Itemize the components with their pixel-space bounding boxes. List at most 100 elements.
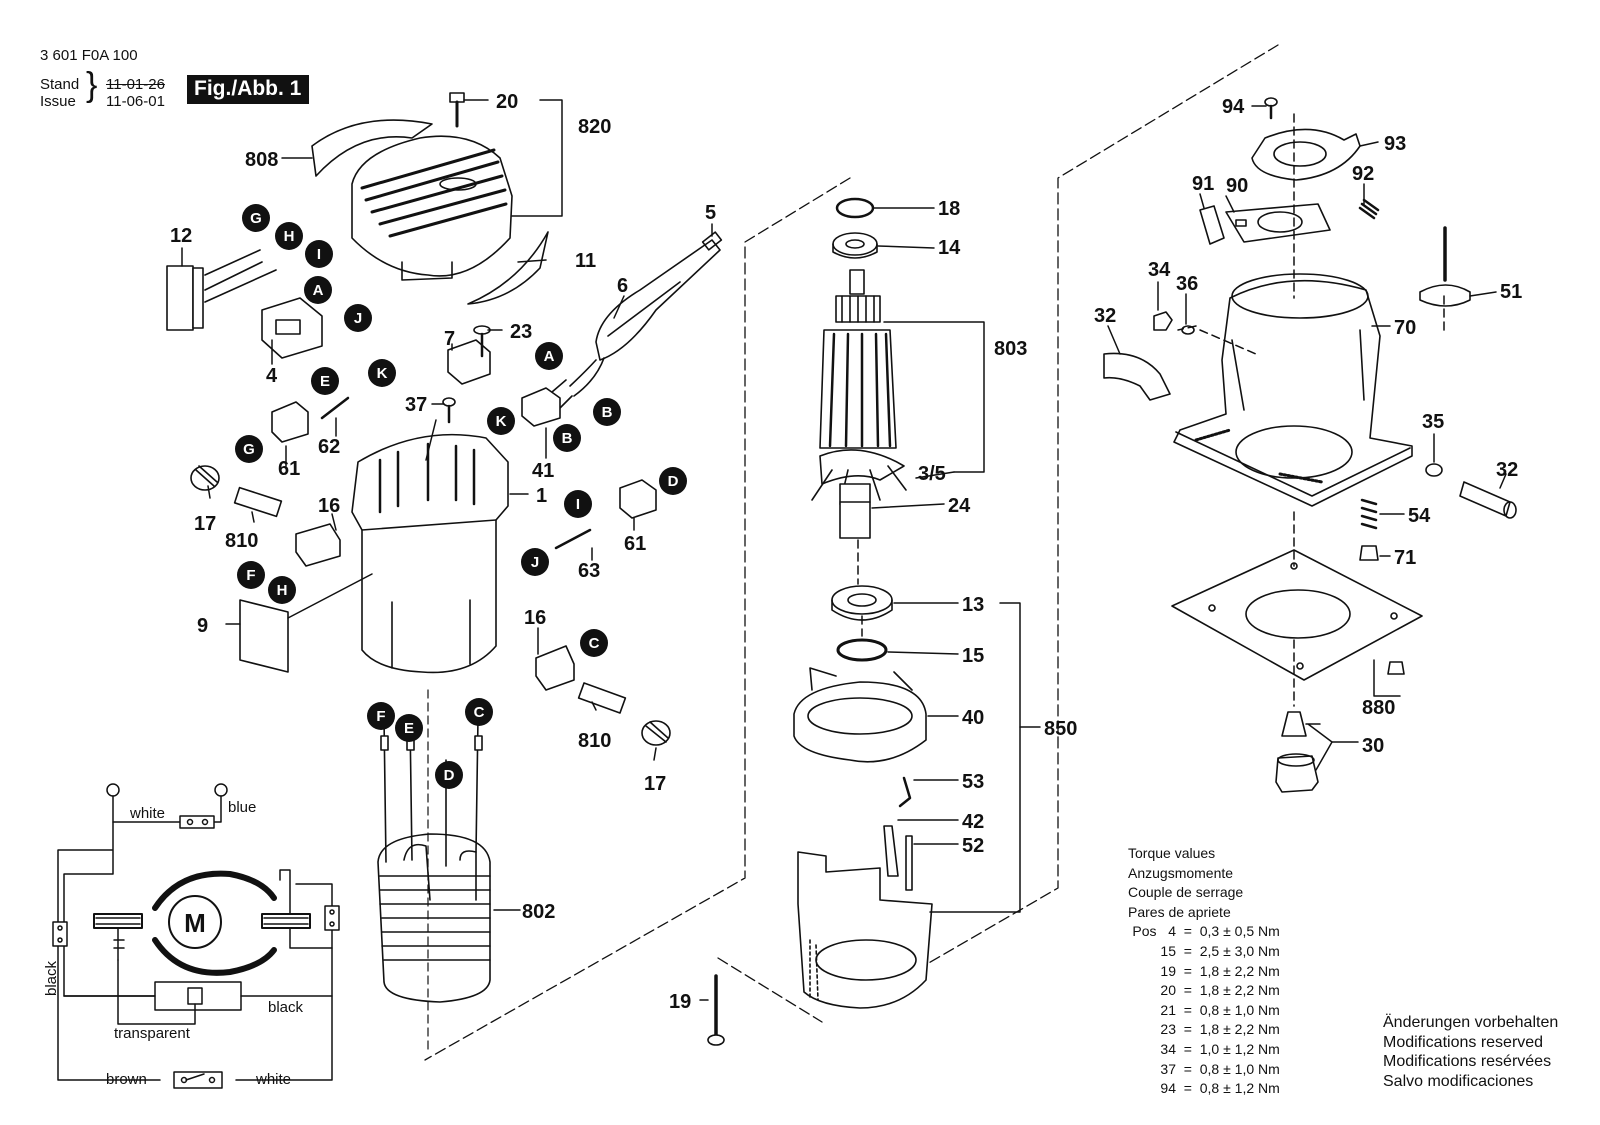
torque-title: Torque values — [1128, 845, 1216, 861]
issue-label: Issue — [40, 93, 76, 110]
svg-text:B: B — [602, 404, 613, 421]
torque-row: 15 = 2,5 ± 3,0 Nm — [1160, 942, 1280, 959]
svg-text:A: A — [313, 282, 324, 299]
terminal-blocks — [271, 339, 657, 550]
part-label: 35 — [1422, 411, 1444, 433]
screw-37 — [442, 397, 456, 424]
spring-54 — [1360, 498, 1378, 530]
figure-label: Fig./Abb. 1 — [187, 75, 310, 104]
svg-text:E: E — [404, 720, 414, 737]
collet-nut-30 — [1275, 711, 1319, 793]
svg-text:C: C — [474, 704, 485, 721]
torque-title: Pares de apriete — [1128, 903, 1231, 920]
torque-row: 19 = 1,8 ± 2,2 Nm — [1160, 962, 1280, 979]
part-label: 7 — [444, 328, 455, 350]
nut-34 — [1153, 311, 1173, 331]
connector-f-callout: F — [367, 702, 395, 730]
part-label: 850 — [1044, 718, 1077, 740]
brush-assembly-left — [190, 465, 341, 567]
part-label: 34 — [1148, 259, 1171, 281]
torque-title: Anzugsmomente — [1128, 864, 1234, 881]
part-label: 3/5 — [918, 463, 946, 485]
svg-text:G: G — [250, 210, 262, 227]
bearing-13 — [831, 585, 893, 621]
section-divider-lines — [424, 44, 1279, 1061]
svg-text:G: G — [243, 441, 255, 458]
washer-35 — [1425, 463, 1443, 477]
connector-f-callout: F — [237, 561, 265, 589]
connector-e-callout: E — [311, 367, 339, 395]
note-line: Modifications reserved — [1383, 1033, 1544, 1051]
spring-92 — [1358, 198, 1380, 220]
brace-symbol: } — [86, 66, 98, 104]
part-label: 40 — [962, 707, 984, 729]
connector-callouts: G H I A J E K G A B K B D I J F H C F E … — [235, 204, 687, 789]
wire-label: white — [129, 805, 165, 822]
clip-91 — [1199, 205, 1225, 245]
part-label: 808 — [245, 149, 278, 171]
part-label: 6 — [617, 275, 628, 297]
part-label: 53 — [962, 771, 984, 793]
spring-53 — [898, 776, 912, 808]
part-label: 93 — [1384, 133, 1406, 155]
motor-cover-assembly — [311, 119, 549, 305]
leader-lines — [181, 99, 1507, 1051]
torque-row: 20 = 1,8 ± 2,2 Nm — [1160, 982, 1280, 999]
wiring-schematic — [52, 783, 340, 1089]
torque-row: 34 = 1,0 ± 1,2 Nm — [1160, 1040, 1280, 1057]
stand-date: 11-01-26 — [106, 76, 165, 93]
torque-row: 37 = 0,8 ± 1,0 Nm — [1160, 1060, 1280, 1077]
connector-h-callout: H — [268, 576, 296, 604]
part-label: 19 — [669, 991, 691, 1013]
svg-text:K: K — [377, 365, 388, 382]
base-housing-70 — [1173, 273, 1413, 507]
torque-row: 21 = 0,8 ± 1,0 Nm — [1160, 1001, 1280, 1018]
wire-label: transparent — [114, 1025, 191, 1042]
connector-d-callout: D — [659, 467, 687, 495]
wire-label: black — [268, 999, 304, 1016]
part-label: 13 — [962, 594, 984, 616]
connector-e-callout: E — [395, 714, 423, 742]
document-number: 3 601 F0A 100 — [40, 47, 138, 64]
part-label: 9 — [197, 615, 208, 637]
part-label: 24 — [948, 495, 971, 517]
wire-label: blue — [228, 799, 256, 816]
part-label: 63 — [578, 560, 600, 582]
svg-text:A: A — [544, 348, 555, 365]
screw-19 — [707, 974, 725, 1046]
issue-date: 11-06-01 — [106, 93, 165, 110]
connector-h-callout: H — [275, 222, 303, 250]
torque-title: Couple de serrage — [1128, 884, 1244, 901]
screw-32-right — [1459, 481, 1517, 519]
note-line: Änderungen vorbehalten — [1383, 1014, 1559, 1031]
field-coil-802 — [377, 717, 491, 1003]
svg-text:K: K — [496, 413, 507, 430]
part-label: 880 — [1362, 697, 1395, 719]
connector-i-callout: I — [564, 490, 592, 518]
part-label: 32 — [1496, 459, 1518, 481]
part-label: 1 — [536, 485, 547, 507]
svg-text:H: H — [277, 582, 288, 599]
connector-k-callout: K — [487, 407, 515, 435]
svg-text:J: J — [354, 310, 362, 327]
screw-20 — [449, 92, 465, 128]
screw-51 — [1419, 226, 1471, 307]
screw-71 — [1359, 545, 1379, 561]
screw-94 — [1264, 97, 1278, 120]
part-label: 16 — [524, 607, 546, 629]
brush-assembly-right — [535, 645, 671, 746]
torque-values-table: Torque values Anzugsmomente Couple de se… — [1128, 844, 1280, 1099]
brush-holder-12 — [166, 249, 277, 331]
bearing-shield-40 — [793, 667, 927, 763]
plate-90 — [1225, 203, 1331, 243]
wire-label: brown — [106, 1071, 147, 1088]
svg-text:H: H — [284, 228, 295, 245]
part-label: 94 — [1222, 96, 1245, 118]
base-plate-880 — [1171, 549, 1423, 681]
svg-text:I: I — [317, 246, 321, 263]
part-label: 17 — [644, 773, 666, 795]
modification-notes: Änderungen vorbehalten Modifications res… — [1383, 1013, 1558, 1091]
screw-880 — [1387, 661, 1405, 675]
connector-b-callout: B — [553, 424, 581, 452]
